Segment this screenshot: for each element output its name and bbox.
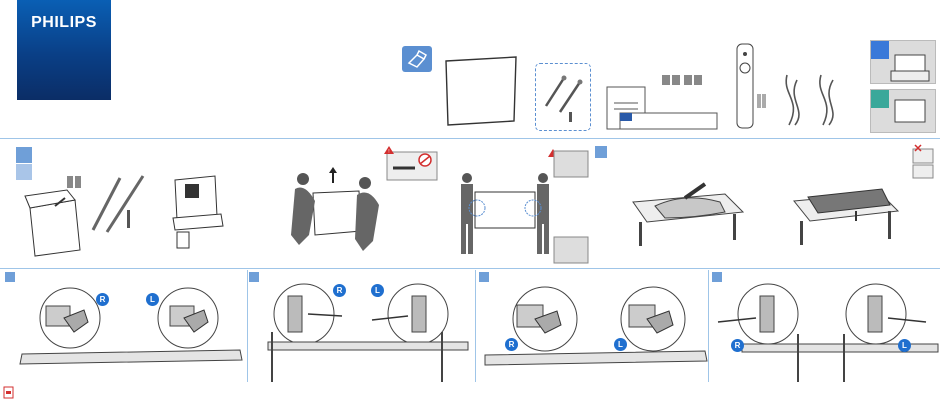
people-carrying-tv [457,170,552,265]
option-tab-blue [871,41,889,59]
stand-attach-panel-1 [18,288,243,373]
divider [475,270,476,382]
right-badge: R [96,293,109,306]
power-cables-illustration [777,70,847,135]
unboxing-illustration [25,170,235,265]
logo-text: PHILIPS [17,14,111,32]
place-soft-cloth-on-table [625,172,745,252]
warning-grip-detail [548,149,588,272]
left-badge: L [898,339,911,352]
left-badge: L [146,293,159,306]
step-marker [16,147,32,163]
divider [0,268,940,269]
left-badge: L [614,338,627,351]
warning-do-not-touch-screen: ! [383,146,439,185]
two-people-lifting-tv [285,165,385,260]
step-marker [479,272,489,282]
option-tab-green [871,90,889,108]
left-badge: L [371,284,384,297]
right-badge: R [731,339,744,352]
manual-and-clips-illustration [606,73,721,138]
remote-control-illustration [733,44,767,135]
screw-fix-panel-2 [262,278,474,389]
step-marker [595,146,607,158]
tv-face-down-on-table [790,175,900,255]
tv-panel-illustration [438,55,520,132]
pdf-icon [4,386,14,404]
philips-logo: PHILIPS [17,0,111,100]
wall-mount-option [870,89,936,133]
step-marker [5,272,15,282]
open-box-icon [402,46,432,77]
divider [708,270,709,382]
divider [0,138,940,139]
svg-text:!: ! [388,149,389,155]
screw-fix-panel-4 [712,280,938,389]
right-badge: R [333,284,346,297]
stand-attach-panel-3 [485,285,707,374]
step-marker [249,272,259,282]
divider [247,270,248,382]
stand-parts-box [535,63,591,131]
table-mount-option [870,40,936,84]
right-badge: R [505,338,518,351]
warning-icons-panel [912,143,934,184]
